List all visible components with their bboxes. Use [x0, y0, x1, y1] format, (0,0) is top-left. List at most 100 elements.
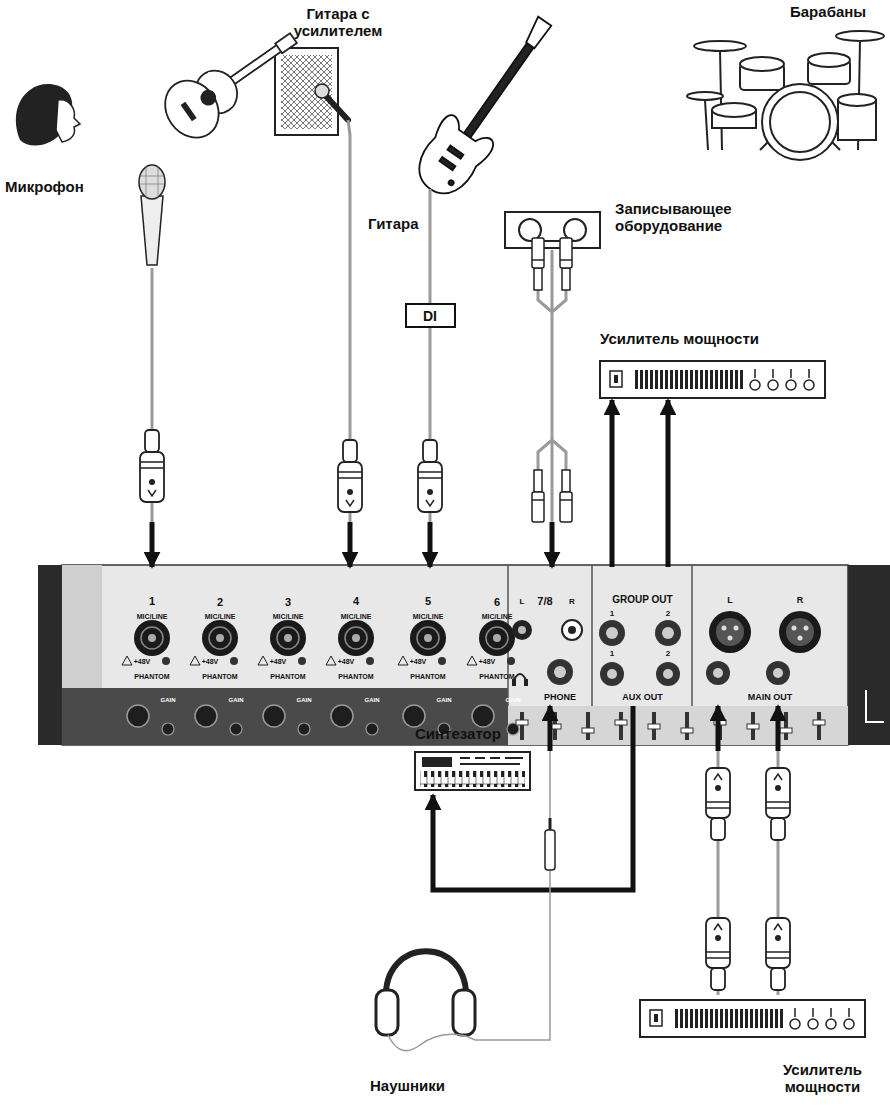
combo-jack	[345, 627, 367, 649]
device-label: Записывающее оборудование	[505, 200, 793, 250]
signal-arrow	[776, 706, 781, 751]
pad-button	[298, 723, 310, 735]
device-label: Барабаны	[690, 3, 885, 170]
device-name: Гитара	[368, 215, 419, 232]
device-name: Усилитель мощности	[775, 1061, 870, 1096]
combo-jack	[141, 627, 163, 649]
combo-jack	[284, 634, 292, 642]
panel-label: GAIN	[437, 697, 452, 703]
signal-arrow	[550, 522, 555, 567]
phantom-button	[162, 657, 170, 665]
signal-arrow	[548, 706, 553, 751]
channel-number: 3	[285, 597, 291, 608]
phantom-button	[438, 657, 446, 665]
panel-label: +48V	[134, 658, 151, 665]
device-label: Синтезатор	[415, 725, 535, 795]
combo-jack	[493, 634, 501, 642]
panel-label: R	[569, 598, 575, 606]
channel-input: 4	[323, 567, 392, 614]
device-label: Наушники	[365, 945, 475, 1100]
combo-jack	[216, 634, 224, 642]
device-name: Наушники	[370, 1077, 445, 1094]
combo-jack	[277, 627, 299, 649]
panel-label: MIC/LINE	[482, 613, 513, 620]
panel-label: PHANTOM	[410, 673, 445, 680]
panel-label: 2	[666, 650, 670, 658]
panel-label: +48V	[202, 658, 219, 665]
connector	[612, 400, 613, 567]
warning-symbol	[122, 656, 132, 665]
panel-label: 1	[610, 610, 614, 618]
combo-jack	[486, 627, 508, 649]
combo-jack	[270, 620, 306, 656]
panel-label: DI	[407, 308, 453, 324]
panel-label: L	[727, 596, 733, 605]
signal-arrow	[150, 522, 155, 567]
device-name: Барабаны	[790, 3, 866, 20]
device-name: Микрофон	[5, 178, 84, 195]
eq-slider	[615, 720, 627, 725]
device-label: Усилитель мощности	[640, 995, 875, 1105]
cable-line	[429, 240, 432, 303]
panel-label: +48V	[270, 658, 287, 665]
eq-slider	[586, 712, 590, 740]
pad-button	[366, 723, 378, 735]
channel-input: 5	[395, 567, 464, 614]
eq-slider	[648, 724, 660, 729]
connector	[475, 706, 550, 1040]
device-name: Усилитель мощности	[600, 330, 759, 347]
panel-label: GAIN	[365, 697, 380, 703]
panel-label: GAIN	[297, 697, 312, 703]
eq-slider	[784, 712, 788, 740]
pad-button	[230, 723, 242, 735]
panel-label: MIC/LINE	[205, 613, 236, 620]
panel-label: MAIN OUT	[695, 692, 845, 702]
combo-jack	[410, 620, 446, 656]
panel-label: PHANTOM	[338, 673, 373, 680]
warning-symbol	[258, 656, 268, 665]
warning-symbol	[190, 656, 200, 665]
jack-section: GROUP OUT	[595, 567, 693, 614]
cable-line	[475, 706, 550, 1040]
panel-label: GAIN	[161, 697, 176, 703]
panel-label: PHANTOM	[134, 673, 169, 680]
device-label: Гитара с усилителем	[165, 5, 396, 135]
connector	[552, 250, 553, 567]
panel-label: 1	[610, 650, 614, 658]
eq-slider	[516, 720, 528, 725]
connector	[430, 240, 431, 303]
device-name: Гитара с усилителем	[283, 5, 393, 40]
jack-section: MAIN OUT	[695, 690, 848, 706]
combo-jack	[338, 620, 374, 656]
panel-label: +48V	[338, 658, 355, 665]
gain-knob	[127, 705, 149, 727]
di-box: DI	[405, 303, 456, 328]
panel-label: 5	[395, 595, 461, 608]
phantom-button	[366, 657, 374, 665]
cable-line	[551, 250, 554, 567]
phantom-button	[298, 657, 306, 665]
combo-jack	[352, 634, 360, 642]
channel-input: 1	[119, 567, 188, 614]
eq-slider	[780, 728, 792, 733]
channel-number: 6	[494, 597, 500, 608]
warning-symbol	[467, 656, 477, 665]
channel-number: 2	[217, 597, 223, 608]
eq-slider	[520, 712, 524, 740]
phantom-button	[230, 657, 238, 665]
gain-knob	[195, 705, 217, 727]
jack-section: AUX OUT	[595, 690, 693, 706]
panel-label: PHANTOM	[270, 673, 305, 680]
panel-label: GAIN	[506, 697, 521, 703]
device-name: Записывающее оборудование	[615, 200, 790, 235]
eq-slider	[813, 720, 825, 725]
eq-slider	[582, 728, 594, 733]
panel-label: AUX OUT	[595, 692, 690, 702]
gain-knob	[331, 705, 353, 727]
eq-slider	[685, 712, 689, 740]
signal-arrow	[348, 522, 353, 567]
device-name: Синтезатор	[415, 725, 501, 742]
panel-label: PHANTOM	[479, 673, 514, 680]
panel-label: 1	[119, 595, 185, 608]
